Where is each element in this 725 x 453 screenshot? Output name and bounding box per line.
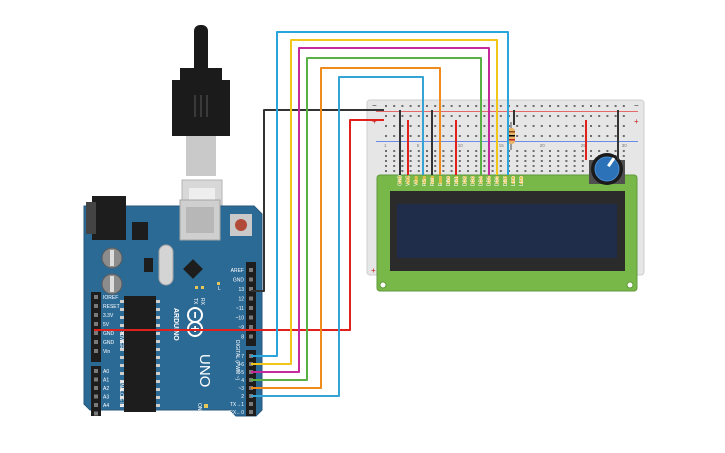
digital-pin-label: ~5 bbox=[238, 370, 244, 376]
wire-d5[interactable] bbox=[251, 47, 490, 373]
power-pin-label: IOREF bbox=[103, 295, 118, 301]
lcd-pin-label: DB0 bbox=[446, 176, 452, 186]
power-pin-label: GND bbox=[103, 340, 115, 346]
digital-pin-label: RX←0 bbox=[229, 410, 244, 416]
digital-pin-label: GND bbox=[233, 278, 245, 284]
brand-label: ARDUINO bbox=[172, 308, 179, 341]
lcd-pin-label: E bbox=[438, 182, 444, 186]
lcd-pin-label: GND bbox=[398, 175, 404, 187]
column-number: 25 bbox=[581, 143, 587, 148]
crystal bbox=[158, 244, 174, 286]
rail-plus-label-bottom: + bbox=[371, 266, 376, 275]
digital-pin-label: ~10 bbox=[236, 316, 245, 322]
column-number: 20 bbox=[540, 143, 546, 148]
digital-pin-label: ~3 bbox=[238, 386, 244, 392]
analog-pin-label: A4 bbox=[103, 403, 109, 409]
digital-pin-label: 4 bbox=[241, 378, 244, 384]
lcd-pin-label: DB1 bbox=[454, 176, 460, 186]
wire-gnd[interactable] bbox=[251, 109, 384, 292]
digital-pin-label: 7 bbox=[241, 354, 244, 360]
power-pin-label: RESET bbox=[103, 304, 120, 310]
rx-label: RX bbox=[199, 298, 205, 306]
lcd-pin-label: DB3 bbox=[470, 176, 476, 186]
digital-pin-label: ~9 bbox=[238, 325, 244, 331]
rail-minus-label-right: − bbox=[634, 101, 639, 110]
digital-label: DIGITAL (PWM ~) bbox=[234, 340, 240, 380]
model-label: UNO bbox=[196, 354, 213, 387]
lcd-pin-label: DB4 bbox=[479, 176, 485, 186]
lcd-pin-label: RS bbox=[422, 178, 428, 186]
atmega-chip bbox=[124, 296, 156, 412]
lcd-pin-label: DB5 bbox=[487, 176, 493, 186]
analog-header bbox=[91, 366, 101, 416]
wire-d6[interactable] bbox=[251, 39, 498, 365]
wire-d3[interactable] bbox=[251, 67, 441, 389]
potentiometer[interactable] bbox=[589, 153, 625, 185]
power-pin-label: Vin bbox=[103, 349, 110, 355]
analog-pin-label: A2 bbox=[103, 386, 109, 392]
column-number: 5 bbox=[417, 143, 420, 148]
wire-5v[interactable] bbox=[94, 119, 384, 331]
lcd-pin-label: RW bbox=[430, 177, 436, 186]
lcd-pin-label: DB6 bbox=[495, 176, 501, 186]
lcd-pin-label: LED bbox=[519, 176, 525, 186]
l-label: L bbox=[218, 286, 221, 292]
breadboard-holes bbox=[385, 105, 625, 172]
analog-pin-label: A3 bbox=[103, 395, 109, 401]
analog-pin-label: A0 bbox=[103, 369, 109, 375]
wire-d4[interactable] bbox=[251, 57, 482, 381]
analog-pin-label: A1 bbox=[103, 378, 109, 384]
rail-minus-label: − bbox=[372, 101, 377, 110]
digital-pin-label: 13 bbox=[238, 287, 244, 293]
power-pin-label: GND bbox=[103, 331, 115, 337]
column-number: 10 bbox=[458, 143, 464, 148]
wire-d7[interactable] bbox=[251, 31, 509, 357]
lcd-pin-label: LED bbox=[511, 176, 517, 186]
column-number: 1 bbox=[384, 143, 387, 148]
rail-plus-label: + bbox=[372, 117, 377, 126]
wire-d2[interactable] bbox=[251, 76, 424, 397]
analog-label: ANALOG IN bbox=[118, 380, 124, 408]
digital-pin-label: AREF bbox=[231, 268, 244, 274]
power-pin-label: 3.3V bbox=[103, 313, 114, 319]
lcd-pin-label: DB2 bbox=[462, 176, 468, 186]
power-header bbox=[91, 292, 101, 362]
mount-hole bbox=[626, 281, 634, 289]
lcd-screen bbox=[397, 204, 617, 258]
column-number: 15 bbox=[499, 143, 505, 148]
digital-pin-label: TX→1 bbox=[230, 402, 244, 408]
column-number: 30 bbox=[622, 143, 628, 148]
digital-pin-label: 8 bbox=[241, 335, 244, 341]
power-label: POWER bbox=[118, 330, 124, 349]
digital-pin-label: 2 bbox=[241, 394, 244, 400]
digital-pin-label: ~6 bbox=[238, 362, 244, 368]
mount-hole bbox=[379, 281, 387, 289]
digital-pin-label: ~11 bbox=[236, 306, 244, 312]
power-jack bbox=[92, 196, 126, 240]
tx-label: TX bbox=[192, 298, 198, 305]
digital-header-bottom bbox=[246, 350, 256, 416]
power-pin-label: 5V bbox=[103, 322, 110, 328]
lcd-pin-label: VCC bbox=[406, 175, 412, 186]
digital-pin-label: 12 bbox=[238, 297, 244, 303]
on-label: ON bbox=[196, 403, 202, 411]
analog-pin-label: A5 bbox=[103, 412, 109, 418]
lcd-pin-label: V0 bbox=[414, 180, 420, 186]
arduino-uno[interactable]: TX RX L ARDUINO UNO ON AREF GND 13 12 ~11 ~10… bbox=[83, 196, 263, 418]
rail-plus-label-right: + bbox=[634, 117, 639, 126]
digital-header-top bbox=[246, 262, 256, 346]
wires[interactable] bbox=[94, 31, 619, 397]
lcd-pin-label: DB7 bbox=[503, 176, 509, 186]
